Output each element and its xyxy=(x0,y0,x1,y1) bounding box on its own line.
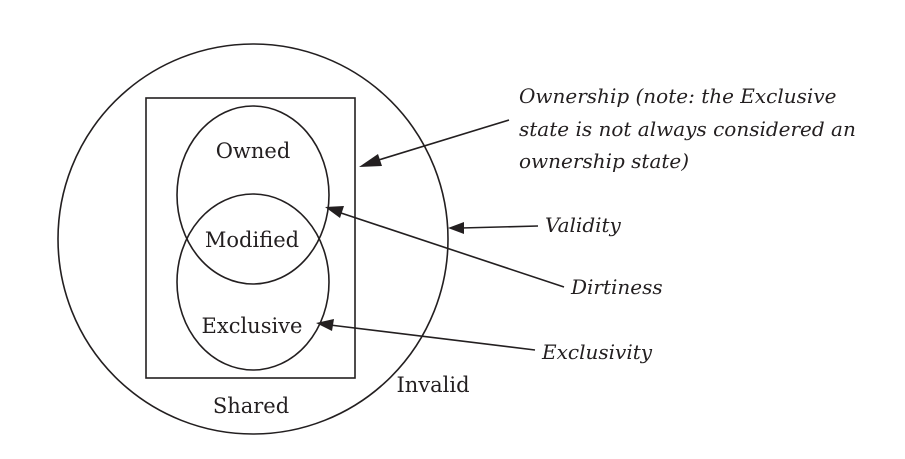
dirtiness-arrow-shaft xyxy=(337,211,565,288)
owned-label: Owned xyxy=(216,139,291,163)
ownership-arrow xyxy=(359,119,510,167)
shared-label: Shared xyxy=(213,394,289,418)
modified-label: Modified xyxy=(205,228,299,252)
dirtiness-arrow xyxy=(325,206,565,288)
invalid-label: Invalid xyxy=(396,373,469,397)
dirtiness-arrow-head xyxy=(325,206,344,218)
validity-arrow xyxy=(448,222,539,234)
exclusivity-annotation: Exclusivity xyxy=(541,340,653,364)
shared-rectangle xyxy=(145,97,356,379)
ownership-annotation-line-1: Ownership (note: the Exclusive xyxy=(519,84,836,108)
exclusivity-arrow xyxy=(316,319,536,351)
exclusivity-ellipse xyxy=(176,193,330,371)
dirtiness-annotation: Dirtiness xyxy=(570,275,663,299)
validity-arrow-head xyxy=(448,222,464,234)
validity-circle xyxy=(57,43,449,435)
ownership-arrow-shaft xyxy=(371,119,510,163)
validity-arrow-shaft xyxy=(460,225,539,229)
ownership-ellipse xyxy=(176,105,330,285)
ownership-annotation-line-2: state is not always considered an xyxy=(519,117,856,141)
exclusivity-arrow-shaft xyxy=(329,324,536,351)
validity-annotation: Validity xyxy=(545,213,622,237)
exclusivity-arrow-head xyxy=(316,319,334,331)
exclusive-label: Exclusive xyxy=(202,314,303,338)
ownership-annotation: Ownership (note: the Exclusive state is … xyxy=(519,84,862,173)
ownership-arrow-head xyxy=(359,154,382,167)
ownership-annotation-line-3: ownership state) xyxy=(519,149,689,173)
